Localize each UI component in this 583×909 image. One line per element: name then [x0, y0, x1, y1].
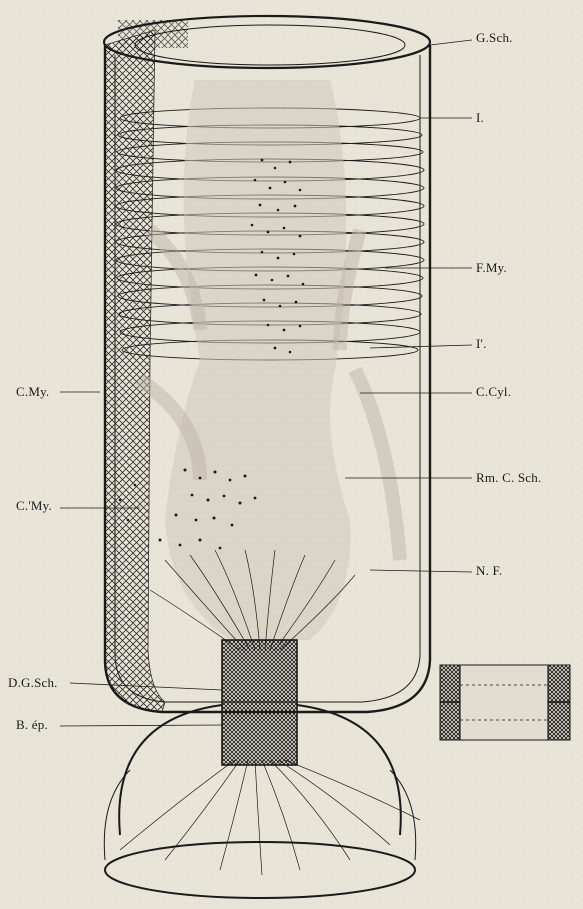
- label-c-my: C.My.: [16, 384, 49, 400]
- label-i: I.: [476, 110, 484, 126]
- c-my-hatch-top: [118, 20, 188, 48]
- neck-tube: [222, 640, 297, 765]
- label-c-prime-my: C.'My.: [16, 498, 52, 514]
- label-f-my: F.My.: [476, 260, 507, 276]
- inset-detail: [440, 665, 570, 740]
- label-g-sch: G.Sch.: [476, 30, 513, 46]
- label-b-ep: B. ép.: [16, 717, 48, 733]
- label-n-f: N. F.: [476, 563, 502, 579]
- label-i-prime: I'.: [476, 336, 487, 352]
- label-c-cyl: C.Cyl.: [476, 384, 511, 400]
- label-dg-sch: D.G.Sch.: [8, 675, 58, 691]
- label-rm-c-sch: Rm. C. Sch.: [476, 470, 541, 486]
